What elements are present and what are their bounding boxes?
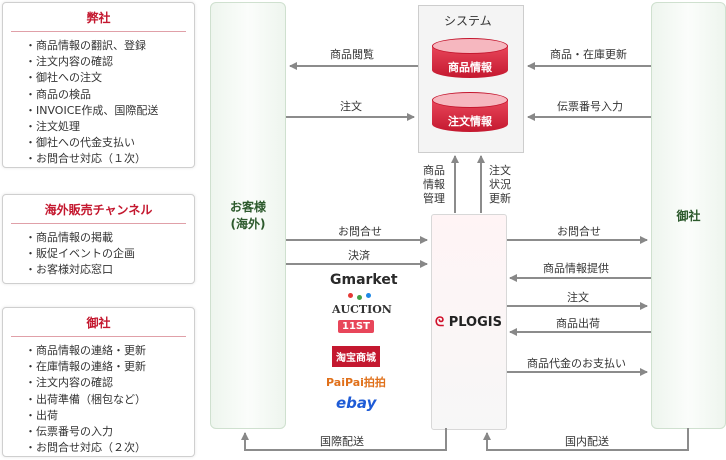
product-database-label: 商品情報 <box>448 61 492 74</box>
list-item: 出荷準備（梱包など） <box>25 392 194 408</box>
label-product-mgmt-3: 管理 <box>423 192 445 205</box>
list-item: INVOICE作成、国際配送 <box>25 103 194 119</box>
list-item: 御社への注文 <box>25 70 194 86</box>
company-role-list: 商品情報の翻訳、登録 注文内容の確認 御社への注文 商品の検品 INVOICE作… <box>3 38 194 168</box>
auction-dots-icon <box>348 293 378 301</box>
label-order-status-2: 状況 <box>489 178 511 191</box>
client-role-list: 商品情報の連絡・更新 在庫情報の連絡・更新 注文内容の確認 出荷準備（梱包など）… <box>3 343 194 456</box>
channel-role-box: 海外販売チャンネル 商品情報の掲載 販促イベントの企画 お客様対応窓口 <box>2 194 195 284</box>
label-product-info: 商品情報提供 <box>543 262 609 275</box>
label-stock-update: 商品・在庫更新 <box>550 48 627 61</box>
company-role-title: 弊社 <box>11 9 186 32</box>
list-item: 商品情報の翻訳、登録 <box>25 38 194 54</box>
client-role-box: 御社 商品情報の連絡・更新 在庫情報の連絡・更新 注文内容の確認 出荷準備（梱包… <box>2 307 195 457</box>
label-tracking-input: 伝票番号入力 <box>557 100 623 113</box>
client-title: 御社 <box>676 209 701 223</box>
label-product-mgmt-1: 商品 <box>423 164 445 177</box>
arrow-intl-shipping <box>241 428 447 451</box>
label-order-right: 注文 <box>567 291 589 304</box>
customer-title-line1: お客様 <box>229 200 266 214</box>
list-item: 伝票番号の入力 <box>25 424 194 440</box>
product-database: 商品情報 <box>432 38 508 82</box>
auction-logo: AUCTION <box>332 303 392 316</box>
list-item: 御社への代金支払い <box>25 135 194 151</box>
plogis-logo: ᘓ PLOGIS <box>435 315 502 330</box>
plogis-mark-icon: ᘓ <box>435 315 445 330</box>
label-product-mgmt: 商品 情報 管理 <box>419 164 449 206</box>
plogis-box <box>431 214 507 430</box>
list-item: 販促イベントの企画 <box>25 246 194 262</box>
channel-role-title: 海外販売チャンネル <box>11 201 186 224</box>
plogis-name: PLOGIS <box>448 315 502 330</box>
gmarket-logo: Gmarket <box>330 272 398 288</box>
list-item: 注文処理 <box>25 119 194 135</box>
customer-title-line2: (海外) <box>230 217 266 231</box>
customer-title: お客様 (海外) <box>210 198 286 232</box>
label-order-status-1: 注文 <box>489 164 511 177</box>
list-item: 商品の検品 <box>25 87 194 103</box>
label-inquiry-right: お問合せ <box>557 225 601 238</box>
label-order-left: 注文 <box>340 100 362 113</box>
order-database-label: 注文情報 <box>448 115 492 128</box>
label-payment: 決済 <box>348 249 370 262</box>
customer-column <box>210 2 286 429</box>
label-shipping: 商品出荷 <box>556 317 600 330</box>
list-item: 商品情報の連絡・更新 <box>25 343 194 359</box>
label-product-mgmt-2: 情報 <box>423 178 445 191</box>
company-role-box: 弊社 商品情報の翻訳、登録 注文内容の確認 御社への注文 商品の検品 INVOI… <box>2 2 195 168</box>
label-order-status-3: 更新 <box>489 192 511 205</box>
ebay-logo: ebay <box>336 394 377 412</box>
label-intl-shipping: 国際配送 <box>320 435 364 448</box>
label-browse: 商品閲覧 <box>330 48 374 61</box>
taobao-mall-logo: 淘宝商城 <box>332 346 380 367</box>
system-title: システム <box>444 14 492 28</box>
list-item: 商品情報の掲載 <box>25 230 194 246</box>
list-item: 注文内容の確認 <box>25 54 194 70</box>
list-item: お問合せ対応（１次） <box>25 151 194 167</box>
label-order-status: 注文 状況 更新 <box>485 164 515 206</box>
client-role-title: 御社 <box>11 314 186 337</box>
list-item: 注文内容の確認 <box>25 375 194 391</box>
list-item: 出荷 <box>25 408 194 424</box>
label-inquiry-left: お問合せ <box>338 225 382 238</box>
arrow-domestic-shipping <box>483 428 689 451</box>
label-pay-client: 商品代金のお支払い <box>527 357 626 370</box>
list-item: お問合せ対応（２次） <box>25 440 194 456</box>
list-item: お客様対応窓口 <box>25 262 194 278</box>
order-database: 注文情報 <box>432 92 508 136</box>
list-item: 在庫情報の連絡・更新 <box>25 359 194 375</box>
11st-logo: 11ST <box>338 320 374 333</box>
paipai-logo: PaiPai拍拍 <box>326 376 386 389</box>
label-domestic-shipping: 国内配送 <box>565 435 609 448</box>
channel-role-list: 商品情報の掲載 販促イベントの企画 お客様対応窓口 <box>3 230 194 279</box>
